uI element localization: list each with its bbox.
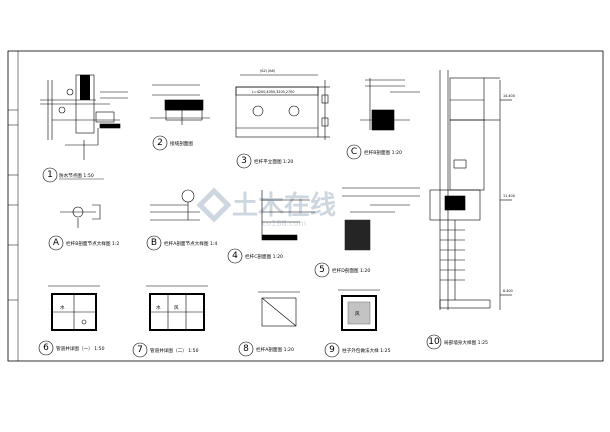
- elevation-top: 14.400: [503, 94, 515, 98]
- detail-4-number: 4: [232, 251, 238, 261]
- detail-6-number: 6: [43, 343, 49, 353]
- detail-5-label: 栏杆D剖面图 1:20: [332, 267, 370, 274]
- detail-7-title: 7 管道井详图（二） 1:50: [132, 342, 199, 358]
- detail-a-number: A: [53, 238, 60, 248]
- sheet-border: [7, 50, 604, 362]
- detail-10-drawing: [429, 70, 512, 310]
- detail-c-title: C 栏杆B剖面图 1:20: [346, 144, 402, 160]
- detail-7-label: 管道井详图（二） 1:50: [150, 347, 199, 354]
- detail-9-title: 9 柱子外包做法大样 1:25: [324, 342, 391, 358]
- detail-10-label: 局部墙身大样图 1:25: [444, 339, 488, 346]
- elevation-low: 8.400: [503, 289, 513, 293]
- detail-8-drawing: [258, 291, 300, 327]
- detail-6-label: 管道井详图（一） 1:50: [56, 345, 105, 352]
- elevation-mid: 11.400: [503, 194, 515, 198]
- detail-3-top-dims: (ß2) (ß6): [260, 69, 276, 73]
- detail-a-label: 栏杆B剖面节点大样图 1:2: [66, 240, 119, 247]
- detail-c-number: C: [351, 147, 357, 157]
- detail-1-title: 1 防水节点图 1:50: [42, 167, 104, 183]
- detail-3-title: 3 栏杆平立面图 1:20: [236, 153, 293, 169]
- detail-7-drawing: [146, 285, 208, 331]
- detail-2-label: 接缝剖面图: [170, 140, 193, 147]
- detail-4-drawing: [261, 190, 315, 241]
- detail-b-number: B: [151, 238, 157, 248]
- detail-5-number: 5: [319, 265, 325, 275]
- detail-6-title: 6 管道井详图（一） 1:50: [38, 340, 105, 356]
- detail-8-title: 8 栏杆A剖面图 1:20: [238, 341, 294, 357]
- watermark-subtext: co188.com: [262, 219, 306, 228]
- detail-b-label: 栏杆A剖面节点大样图 1:4: [164, 240, 217, 247]
- detail-7-number: 7: [137, 345, 143, 355]
- detail-9-label: 柱子外包做法大样 1:25: [342, 347, 391, 354]
- detail-3-label: 栏杆平立面图 1:20: [254, 158, 293, 165]
- detail-1-label: 防水节点图 1:50: [59, 172, 94, 179]
- detail-10-number: 10: [428, 337, 440, 347]
- detail-6-drawing: [48, 285, 100, 331]
- detail-4-label: 栏杆C剖面图 1:20: [245, 253, 283, 260]
- detail-5-drawing: [342, 187, 420, 251]
- detail-9-drawing: [338, 289, 380, 331]
- detail-10-title: 10 局部墙身大样图 1:25: [426, 334, 488, 350]
- detail-9-number: 9: [329, 345, 335, 355]
- detail-3-drawing: [235, 74, 330, 140]
- detail-9-mark: 风: [355, 311, 360, 317]
- watermark: 土木在线 co188.com: [196, 187, 336, 228]
- detail-8-label: 栏杆A剖面图 1:20: [256, 346, 294, 353]
- detail-a-title: A 栏杆B剖面节点大样图 1:2: [48, 235, 119, 251]
- detail-3-number: 3: [241, 156, 247, 166]
- detail-2-number: 2: [157, 138, 163, 148]
- watermark-text: 土木在线: [232, 191, 336, 221]
- detail-6-room: 水: [60, 304, 65, 311]
- detail-7-room-a: 水: [156, 304, 161, 311]
- detail-b-drawing: [150, 189, 200, 221]
- detail-1-number: 1: [47, 170, 53, 180]
- detail-8-number: 8: [243, 344, 249, 354]
- detail-5-title: 5 栏杆D剖面图 1:20: [314, 262, 370, 278]
- detail-c-drawing: [360, 78, 420, 131]
- detail-7-room-b: 风: [174, 305, 179, 311]
- balustrade-bars: [440, 229, 465, 281]
- detail-b-title: B 栏杆A剖面节点大样图 1:4: [146, 235, 217, 251]
- detail-c-label: 栏杆B剖面图 1:20: [364, 149, 402, 156]
- detail-2-title: 2 接缝剖面图: [152, 135, 193, 151]
- detail-a-drawing: [60, 204, 101, 228]
- detail-2-drawing: [150, 84, 210, 125]
- detail-3-length-note: L=4200,4050,3200,2700: [252, 90, 294, 94]
- detail-1-drawing: [40, 74, 128, 160]
- title-strip: [8, 51, 19, 361]
- detail-4-title: 4 栏杆C剖面图 1:20: [227, 248, 283, 264]
